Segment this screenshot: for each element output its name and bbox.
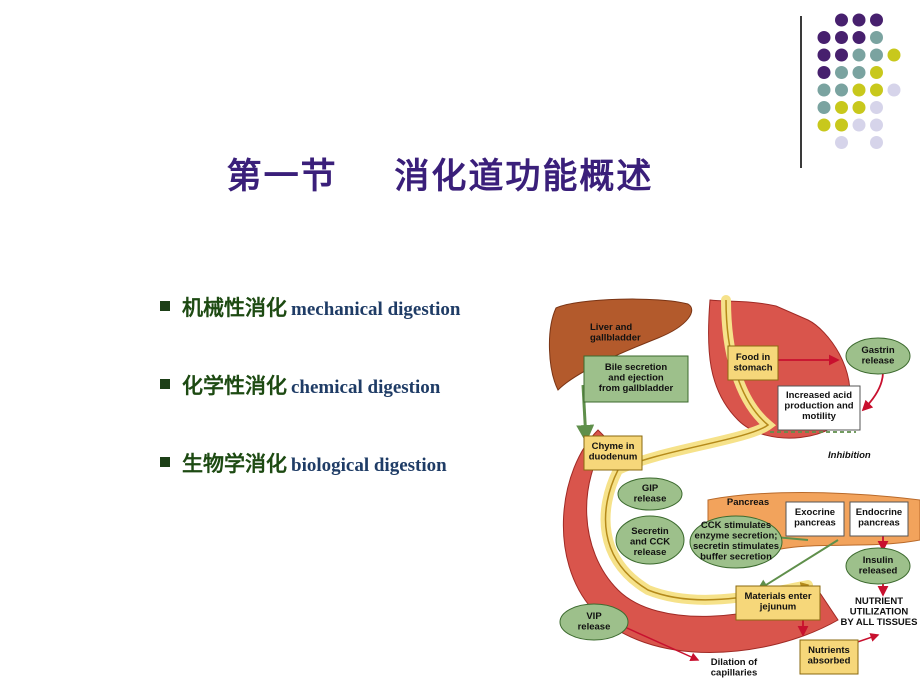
decorative-dot — [835, 66, 848, 79]
decorative-dot — [852, 31, 866, 44]
decorative-dot — [870, 83, 883, 97]
decorative-dot — [852, 118, 866, 132]
decorative-dot — [817, 118, 831, 132]
bullet-chinese-term: 化学性消化 — [182, 374, 287, 398]
decorative-dot — [817, 83, 831, 97]
bullet-item: 生物学消化 biological digestion — [160, 448, 460, 526]
bile-secretion-box — [583, 355, 689, 403]
chyme-in-duodenum-box — [583, 435, 643, 471]
decorative-dot — [852, 13, 866, 27]
decorative-dot — [870, 48, 883, 62]
decorative-dot — [852, 48, 866, 62]
food-in-stomach-box — [727, 345, 779, 381]
bullet-square-icon — [160, 301, 170, 311]
decorative-dot — [817, 31, 831, 44]
bullet-english-term: chemical digestion — [291, 377, 441, 398]
decorative-dot — [835, 13, 848, 27]
nutrients-absorbed-box — [799, 639, 859, 675]
decorative-dot — [870, 13, 883, 27]
bullet-english-term: biological digestion — [291, 455, 447, 476]
decorative-dot — [887, 48, 901, 62]
bullet-item: 机械性消化 mechanical digestion — [160, 292, 460, 370]
decorative-dot — [817, 48, 831, 62]
vip-release-ellipse — [559, 603, 629, 641]
pancreas-label: Pancreas — [727, 497, 769, 508]
bullet-chinese-term: 生物学消化 — [182, 452, 287, 476]
decorative-dot — [817, 66, 831, 79]
secretin-cck-ellipse — [615, 515, 685, 565]
decorative-dot — [835, 136, 848, 149]
increased-acid-box — [777, 385, 861, 431]
gip-release-ellipse — [617, 477, 683, 511]
insulin-released-ellipse — [845, 547, 911, 585]
decorative-dot — [870, 31, 883, 44]
bullet-list: 机械性消化 mechanical digestion 化学性消化 chemica… — [160, 292, 460, 526]
cck-stimulates-ellipse — [689, 515, 783, 569]
decorative-dot — [835, 101, 848, 114]
decorative-dot — [870, 101, 883, 114]
bullet-item: 化学性消化 chemical digestion — [160, 370, 460, 448]
decorative-dot — [835, 83, 848, 97]
gastrin-release-ellipse — [845, 337, 911, 375]
decorative-dot — [835, 48, 848, 62]
decorative-dot — [835, 118, 848, 132]
bullet-square-icon — [160, 379, 170, 389]
decorative-dot-grid — [817, 13, 901, 149]
decorative-divider-line — [800, 16, 802, 168]
inhibition-label: Inhibition — [828, 450, 871, 461]
bullet-english-term: mechanical digestion — [291, 299, 461, 320]
materials-enter-jejunum-box — [735, 585, 821, 621]
decorative-dot — [870, 118, 883, 132]
bullet-square-icon — [160, 457, 170, 467]
decorative-dot — [835, 31, 848, 44]
decorative-dot — [852, 66, 866, 79]
decorative-dot — [870, 66, 883, 79]
exocrine-pancreas-box — [785, 501, 845, 537]
bullet-chinese-term: 机械性消化 — [182, 296, 287, 320]
decorative-dot — [870, 136, 883, 149]
decorative-dot — [887, 83, 901, 97]
slide-title: 第一节 消化道功能概述 — [226, 156, 654, 197]
decorative-dot — [852, 101, 866, 114]
endocrine-pancreas-box — [849, 501, 909, 537]
decorative-dot — [852, 83, 866, 97]
decorative-dot — [817, 101, 831, 114]
